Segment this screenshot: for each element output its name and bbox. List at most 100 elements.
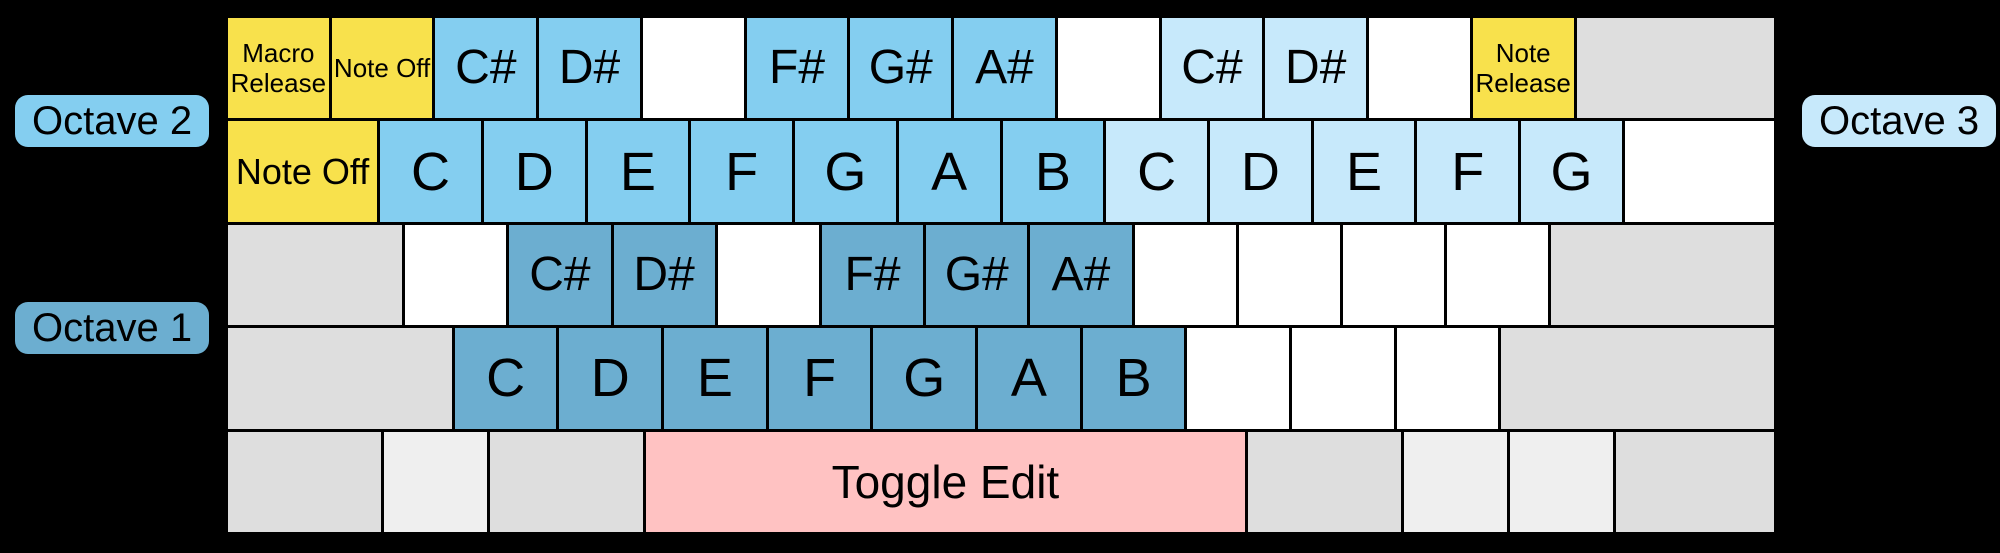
key-b: B bbox=[1082, 328, 1185, 429]
key-note-off: Note Off bbox=[331, 18, 433, 119]
key-label: F bbox=[803, 348, 837, 409]
key-label: C bbox=[1137, 141, 1177, 202]
key-label: D bbox=[590, 348, 630, 409]
key-label: A# bbox=[1051, 248, 1111, 302]
key-label: F bbox=[725, 141, 759, 202]
key-c-sharp: C# bbox=[435, 18, 537, 119]
key-f-sharp: F# bbox=[821, 224, 924, 326]
key-d-sharp: D# bbox=[539, 18, 640, 119]
key-label: D bbox=[1240, 141, 1280, 202]
key-label: G bbox=[824, 141, 867, 202]
key-label: E bbox=[696, 348, 733, 409]
key-blank bbox=[1187, 328, 1290, 429]
key-g-sharp: G# bbox=[926, 224, 1028, 326]
keyboard-row-bottom: Toggle Edit bbox=[228, 431, 1774, 533]
key-blank bbox=[1396, 328, 1499, 429]
key-d-sharp: D# bbox=[613, 224, 715, 326]
key-label: E bbox=[619, 141, 656, 202]
key-label: D bbox=[514, 141, 554, 202]
key-modifier bbox=[228, 328, 452, 429]
key-g: G bbox=[795, 121, 896, 222]
key-label: Note Off bbox=[235, 150, 370, 192]
key-c: C bbox=[1106, 121, 1207, 222]
key-modifier bbox=[1616, 431, 1774, 533]
key-c: C bbox=[454, 328, 557, 429]
key-f: F bbox=[1417, 121, 1519, 222]
key-label: Macro Release bbox=[230, 37, 327, 99]
key-blank bbox=[405, 224, 507, 326]
key-d: D bbox=[559, 328, 662, 429]
keyboard-row-caps: C# D# F# G# A# bbox=[228, 224, 1775, 326]
key-g: G bbox=[873, 328, 976, 429]
key-label: E bbox=[1346, 141, 1383, 202]
key-blank bbox=[1134, 224, 1236, 326]
key-label: F bbox=[1451, 141, 1485, 202]
key-blank bbox=[1057, 18, 1159, 119]
key-label: Note Release bbox=[1475, 37, 1571, 99]
key-blank bbox=[1624, 121, 1774, 222]
key-blank bbox=[642, 18, 744, 119]
key-label: F# bbox=[844, 248, 901, 302]
key-label: G bbox=[1550, 141, 1593, 202]
key-note-off: Note Off bbox=[228, 121, 378, 222]
key-c-sharp: C# bbox=[1161, 18, 1263, 119]
key-modifier bbox=[1551, 224, 1775, 326]
key-note-release: Note Release bbox=[1472, 18, 1574, 119]
key-label: C# bbox=[455, 41, 517, 95]
key-e: E bbox=[587, 121, 689, 222]
key-f: F bbox=[691, 121, 793, 222]
key-blank bbox=[1238, 224, 1340, 326]
key-a-sharp: A# bbox=[954, 18, 1055, 119]
key-label: Note Off bbox=[333, 52, 431, 83]
key-a-sharp: A# bbox=[1030, 224, 1132, 326]
key-label: A bbox=[1010, 348, 1047, 409]
key-label: B bbox=[1115, 348, 1152, 409]
key-c: C bbox=[380, 121, 481, 222]
octave-3-label: Octave 3 bbox=[1802, 95, 1997, 147]
key-a: A bbox=[898, 121, 1000, 222]
key-macro-release: Macro Release bbox=[228, 18, 329, 119]
key-c-sharp: C# bbox=[509, 224, 611, 326]
key-modifier bbox=[228, 224, 403, 326]
octave-1-label: Octave 1 bbox=[15, 302, 210, 354]
key-label: C# bbox=[1181, 41, 1243, 95]
key-g-sharp: G# bbox=[850, 18, 952, 119]
key-f: F bbox=[768, 328, 871, 429]
key-a: A bbox=[978, 328, 1080, 429]
key-label: B bbox=[1034, 141, 1071, 202]
key-blank bbox=[717, 224, 819, 326]
key-label: C bbox=[410, 141, 450, 202]
key-modifier bbox=[1403, 431, 1508, 533]
key-g: G bbox=[1521, 121, 1622, 222]
key-label: C# bbox=[529, 248, 591, 302]
key-modifier bbox=[1248, 431, 1401, 533]
key-d-sharp: D# bbox=[1265, 18, 1367, 119]
key-modifier bbox=[383, 431, 487, 533]
key-label: Toggle Edit bbox=[831, 455, 1060, 508]
key-d: D bbox=[1209, 121, 1311, 222]
key-d: D bbox=[483, 121, 585, 222]
key-modifier bbox=[1576, 18, 1775, 119]
key-b: B bbox=[1002, 121, 1104, 222]
key-f-sharp: F# bbox=[746, 18, 848, 119]
key-label: C bbox=[486, 348, 526, 409]
key-label: G# bbox=[944, 248, 1009, 302]
key-modifier bbox=[490, 431, 643, 533]
key-blank bbox=[1369, 18, 1470, 119]
key-blank bbox=[1342, 224, 1445, 326]
key-toggle-edit: Toggle Edit bbox=[645, 431, 1246, 533]
key-label: G# bbox=[868, 41, 933, 95]
key-blank bbox=[1447, 224, 1549, 326]
key-label: G bbox=[903, 348, 946, 409]
key-label: D# bbox=[558, 41, 621, 95]
key-label: D# bbox=[633, 248, 695, 302]
key-label: A# bbox=[975, 41, 1034, 95]
key-modifier bbox=[228, 431, 381, 533]
key-label: D# bbox=[1285, 41, 1347, 95]
key-modifier bbox=[1501, 328, 1775, 429]
